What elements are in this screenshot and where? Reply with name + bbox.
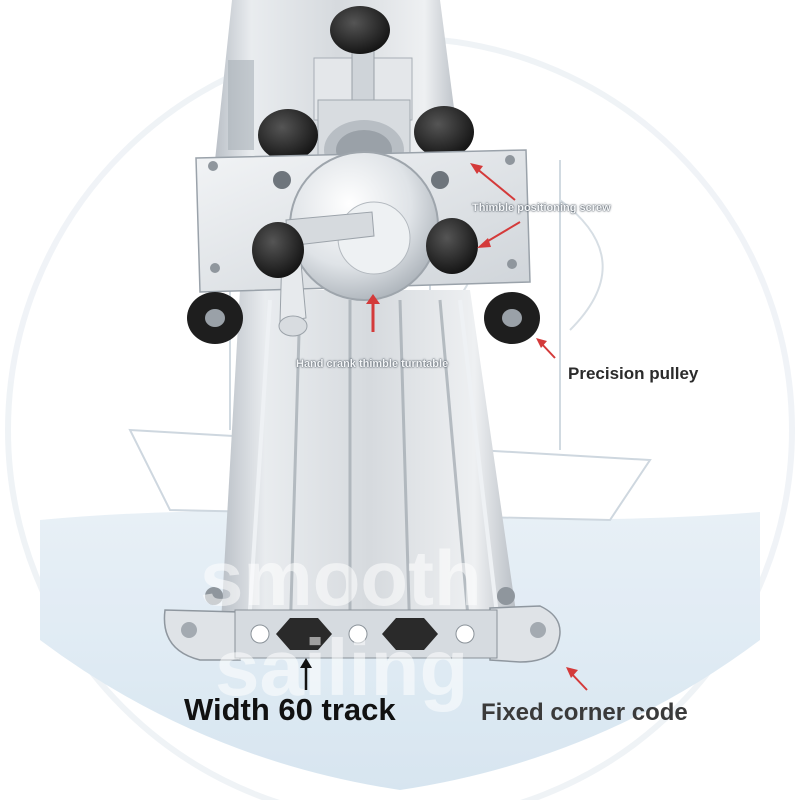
track-end-profile xyxy=(234,609,498,659)
knob-upper-left xyxy=(258,109,318,161)
aluminum-track xyxy=(220,290,520,641)
knob-lower-left xyxy=(252,222,304,278)
knob-lower-right xyxy=(426,218,478,274)
label-fixed-corner-code: Fixed corner code xyxy=(481,699,688,726)
arrow-pulley xyxy=(536,338,556,359)
label-precision-pulley: Precision pulley xyxy=(568,364,699,383)
label-thimble-positioning-screw: Thimble positioning screw xyxy=(472,202,611,214)
pulley-left xyxy=(187,292,243,344)
svg-text:sailing: sailing xyxy=(215,623,468,712)
pulley-right xyxy=(484,292,540,344)
arrow-turntable xyxy=(366,294,380,332)
label-width-60-track: Width 60 track xyxy=(184,692,396,727)
arrow-width-track xyxy=(300,658,312,690)
watermark-text: smooth sailing xyxy=(200,534,482,712)
arrow-corner-code xyxy=(566,667,588,691)
arrow-thimble-screw-upper xyxy=(470,163,516,201)
corner-bracket-right xyxy=(489,587,561,663)
svg-text:smooth: smooth xyxy=(200,534,482,622)
knob-top xyxy=(330,6,390,54)
corner-bracket-left xyxy=(163,587,241,661)
knob-upper-right xyxy=(414,106,474,158)
label-hand-crank-turntable: Hand crank thimble turntable xyxy=(296,358,449,370)
arrow-thimble-screw-lower xyxy=(477,221,521,248)
